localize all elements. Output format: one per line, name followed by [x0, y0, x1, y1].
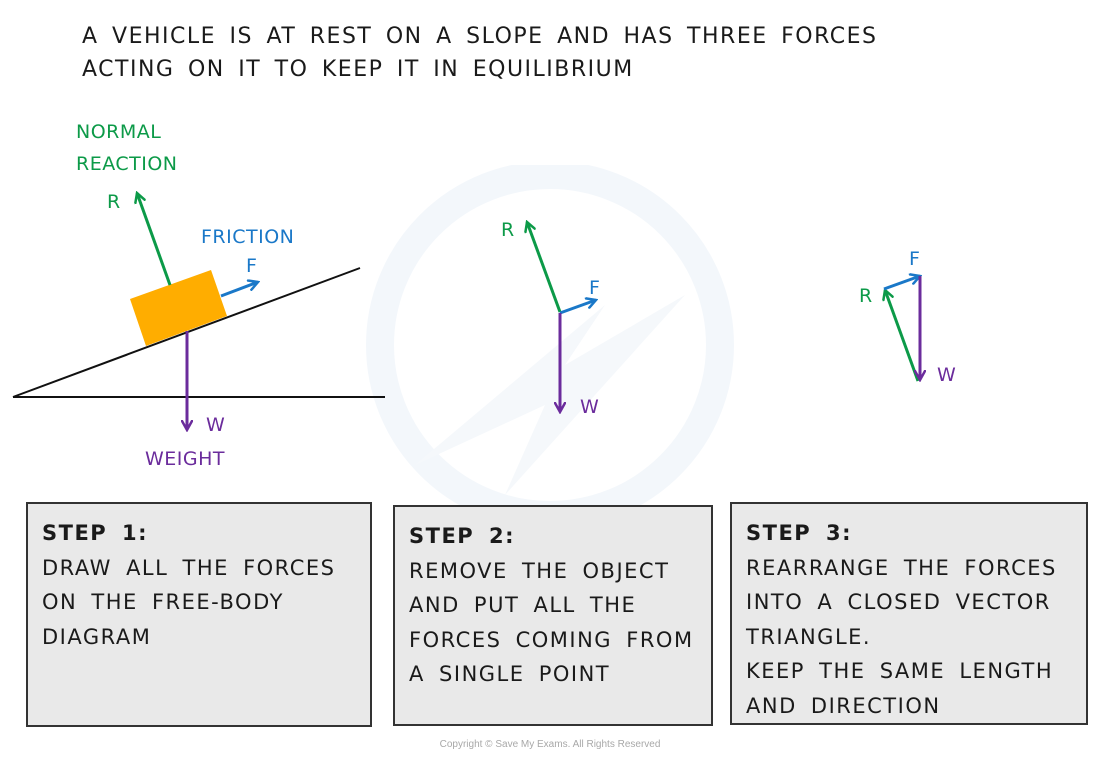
- r-symbol: R: [107, 191, 121, 213]
- friction-label: FRICTION: [201, 226, 294, 248]
- step-text-line: DRAW ALL THE FORCES: [42, 555, 336, 580]
- step-text-line: FORCES COMING FROM: [409, 627, 694, 652]
- step-text-line: AND PUT ALL THE: [409, 593, 637, 617]
- friction-arrow: [559, 300, 596, 315]
- w-symbol: W: [580, 396, 599, 418]
- step-text-line: REMOVE THE OBJECT: [409, 558, 670, 583]
- copyright-notice: Copyright © Save My Exams. All Rights Re…: [439, 739, 661, 750]
- step-text-line: AND DIRECTION: [746, 693, 941, 718]
- step-text-line: REARRANGE THE FORCES: [746, 555, 1057, 580]
- reaction-arrow: [885, 290, 920, 382]
- vehicle-block: [130, 270, 227, 346]
- w-symbol: W: [937, 364, 956, 386]
- weight-label: WEIGHT: [145, 448, 225, 470]
- step-text-line: A SINGLE POINT: [409, 662, 611, 686]
- free-body-diagram: NORMAL REACTION R FRICTION F W WEIGHT: [12, 121, 385, 470]
- single-point-diagram: R F W: [501, 219, 600, 418]
- f-symbol: F: [246, 255, 257, 277]
- step-3-box: STEP 3: REARRANGE THE FORCES INTO A CLOS…: [730, 502, 1088, 725]
- r-symbol: R: [501, 219, 515, 241]
- title-line-1: A VEHICLE IS AT REST ON A SLOPE AND HAS …: [82, 24, 878, 49]
- vector-triangle-diagram: R F W: [859, 248, 956, 386]
- title-line-2: ACTING ON IT TO KEEP IT IN EQUILIBRIUM: [82, 57, 634, 82]
- step-text-line: INTO A CLOSED VECTOR: [746, 590, 1051, 614]
- step-2-box: STEP 2: REMOVE THE OBJECT AND PUT ALL TH…: [393, 505, 713, 726]
- page-title: A VEHICLE IS AT REST ON A SLOPE AND HAS …: [82, 20, 878, 86]
- step-text-line: DIAGRAM: [42, 624, 152, 649]
- step-heading: STEP 1:: [42, 521, 149, 545]
- friction-arrow: [883, 276, 920, 291]
- force-diagrams: NORMAL REACTION R FRICTION F W WEIGHT R …: [12, 121, 956, 470]
- step-text-line: KEEP THE SAME LENGTH: [746, 659, 1054, 683]
- reaction-label: REACTION: [76, 153, 178, 175]
- step-1-box: STEP 1: DRAW ALL THE FORCES ON THE FREE-…: [26, 502, 372, 727]
- reaction-arrow: [527, 222, 562, 313]
- friction-arrow: [220, 282, 258, 298]
- step-text-line: TRIANGLE.: [746, 624, 872, 649]
- f-symbol: F: [589, 277, 600, 299]
- step-text-line: ON THE FREE-BODY: [42, 590, 284, 614]
- w-symbol: W: [206, 414, 225, 436]
- step-heading: STEP 2:: [409, 524, 516, 548]
- step-heading: STEP 3:: [746, 521, 853, 545]
- reaction-arrow: [137, 193, 172, 286]
- normal-label: NORMAL: [76, 121, 161, 143]
- f-symbol: F: [909, 248, 920, 270]
- r-symbol: R: [859, 285, 873, 307]
